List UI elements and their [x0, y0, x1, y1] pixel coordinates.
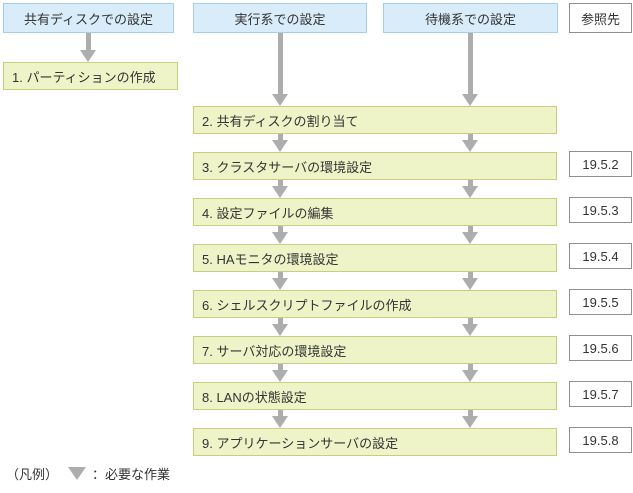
legend-meaning-label: ：必要な作業 [92, 466, 171, 482]
ref-box-19-5-7: 19.5.7 [569, 381, 632, 407]
down-arrow-icon [462, 226, 478, 244]
down-arrow-icon [272, 134, 288, 152]
step-box-6: 6. シェルスクリプトファイルの作成 [193, 290, 557, 318]
down-arrow-icon [272, 226, 288, 244]
down-arrow-icon [272, 33, 288, 106]
step-box-4: 4. 設定ファイルの編集 [193, 198, 557, 226]
down-arrow-icon [462, 318, 478, 336]
ref-box-19-5-6: 19.5.6 [569, 335, 632, 361]
ref-box-19-5-3: 19.5.3 [569, 197, 632, 223]
column-header-shared-disk: 共有ディスクでの設定 [3, 3, 174, 33]
down-arrow-icon [462, 134, 478, 152]
down-arrow-icon [462, 272, 478, 290]
step-box-8: 8. LANの状態設定 [193, 382, 557, 410]
down-arrow-icon [272, 318, 288, 336]
column-header-active-system: 実行系での設定 [193, 3, 367, 33]
ref-box-19-5-2: 19.5.2 [569, 151, 632, 177]
ref-box-19-5-8: 19.5.8 [569, 427, 632, 453]
step-box-2: 2. 共有ディスクの割り当て [193, 106, 557, 134]
down-arrow-icon [462, 33, 478, 106]
down-arrow-icon [462, 364, 478, 382]
column-header-standby-system: 待機系での設定 [383, 3, 558, 33]
down-arrow-icon [462, 180, 478, 198]
down-arrow-icon [272, 272, 288, 290]
ref-box-19-5-4: 19.5.4 [569, 243, 632, 269]
down-arrow-icon [272, 410, 288, 428]
legend: （凡例） ：必要な作業 [6, 463, 170, 483]
step-box-3: 3. クラスタサーバの環境設定 [193, 152, 557, 180]
down-arrow-icon [272, 364, 288, 382]
step-box-9: 9. アプリケーションサーバの設定 [193, 428, 557, 456]
down-arrow-icon [272, 180, 288, 198]
step-box-5: 5. HAモニタの環境設定 [193, 244, 557, 272]
down-arrow-icon [80, 33, 96, 62]
required-task-arrow-icon [68, 466, 87, 480]
down-arrow-icon [462, 410, 478, 428]
column-header-reference: 参照先 [569, 3, 632, 33]
ref-box-19-5-5: 19.5.5 [569, 289, 632, 315]
step-box-7: 7. サーバ対応の環境設定 [193, 336, 557, 364]
step-box-1: 1. パーティションの作成 [3, 62, 178, 90]
legend-prefix-label: （凡例） [6, 466, 59, 482]
